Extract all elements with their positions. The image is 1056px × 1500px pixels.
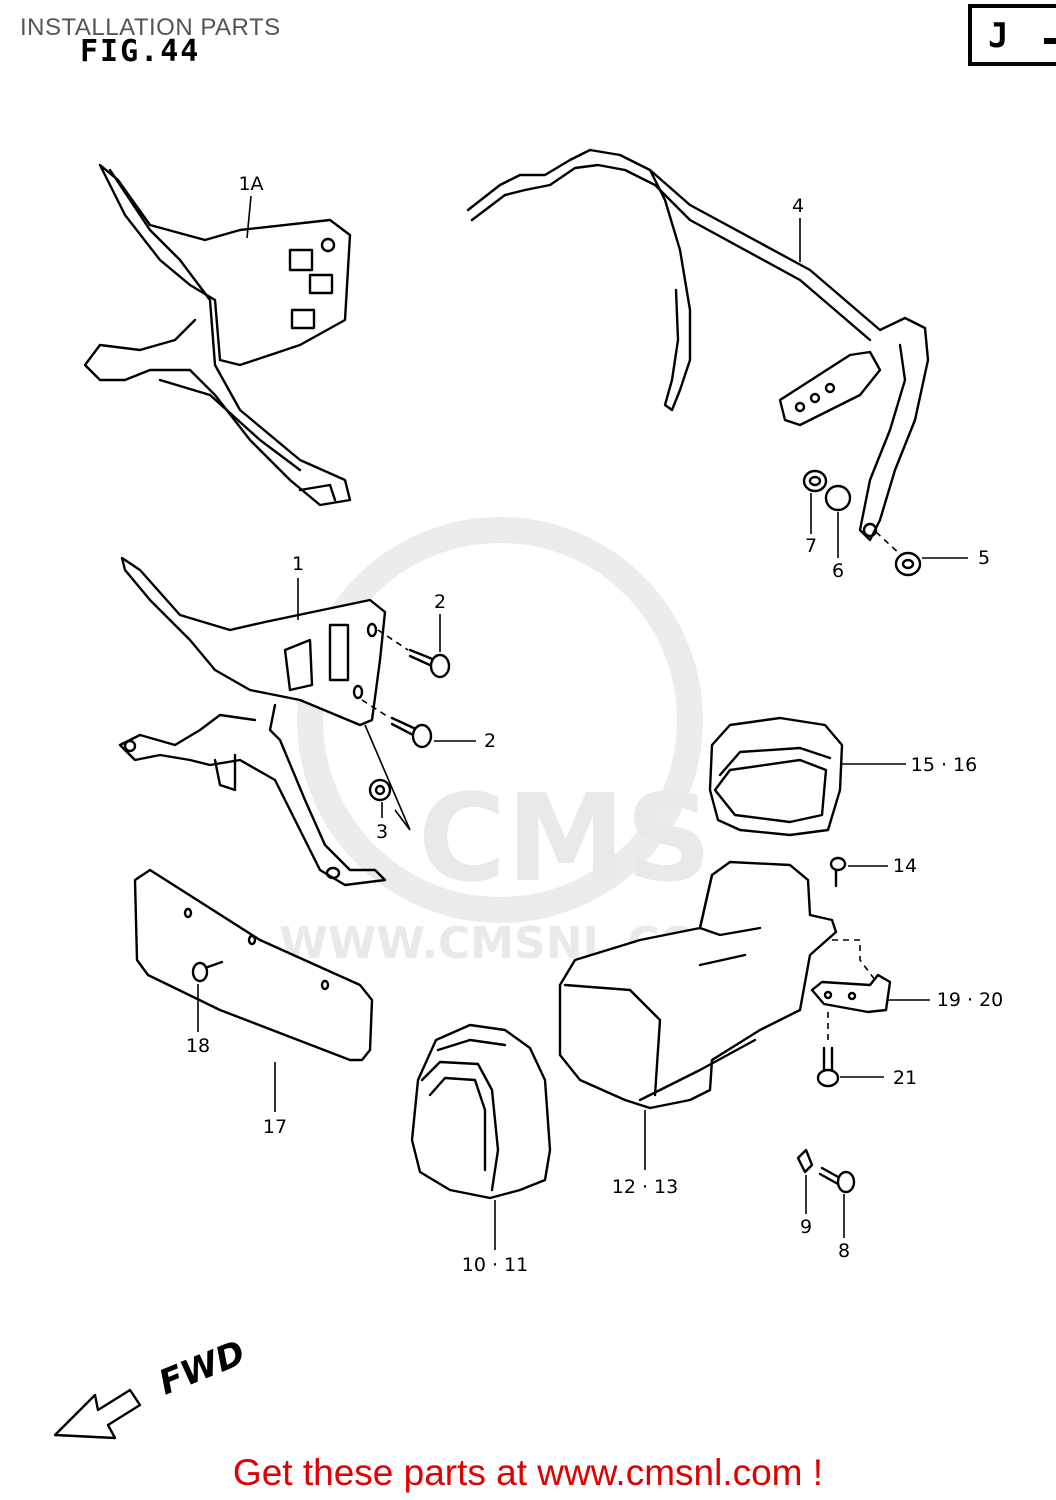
footer-link[interactable]: Get these parts at www.cmsnl.com ! xyxy=(232,1452,824,1493)
part-1-bracket xyxy=(118,556,387,887)
part-19-20-bracket xyxy=(810,973,892,1014)
fwd-label: FWD xyxy=(153,1333,250,1403)
watermark-brand: CMS xyxy=(418,770,712,909)
watermark: CMS WWW.CMSNL.COM xyxy=(279,517,741,969)
part-3-nut xyxy=(368,778,392,802)
section-code: J xyxy=(988,16,1009,56)
callout-15-16: 15 · 16 xyxy=(911,754,977,776)
leader-1A xyxy=(246,195,252,239)
callout-12-13: 12 · 13 xyxy=(612,1176,678,1198)
part-2-bolt-upper xyxy=(408,648,451,679)
part-1A-bracket xyxy=(83,163,352,507)
dashed-link-2-lower xyxy=(361,699,391,719)
callout-1: 1 xyxy=(292,553,304,575)
callout-17: 17 xyxy=(263,1116,287,1138)
section-code-dash xyxy=(1044,38,1056,44)
callout-4: 4 xyxy=(792,195,804,217)
callout-2-upper: 2 xyxy=(434,591,446,613)
part-5-nut xyxy=(894,551,922,577)
section-code-box: J xyxy=(968,4,1056,66)
callout-10-11: 10 · 11 xyxy=(462,1254,528,1276)
callout-9: 9 xyxy=(800,1216,812,1238)
forward-direction-indicator: FWD xyxy=(53,1333,251,1440)
part-9-clip xyxy=(796,1148,814,1174)
watermark-ring xyxy=(297,517,703,923)
part-18-fastener xyxy=(191,960,224,983)
part-12-13-duct xyxy=(558,860,838,1110)
part-10-11-duct xyxy=(410,1023,552,1200)
callout-6: 6 xyxy=(832,560,844,582)
callout-3: 3 xyxy=(376,821,388,843)
callout-5: 5 xyxy=(978,547,990,569)
callout-14: 14 xyxy=(893,855,917,877)
callout-2-lower: 2 xyxy=(484,730,496,752)
callout-1A: 1A xyxy=(238,173,263,195)
dashed-link-5 xyxy=(875,531,903,557)
callout-8: 8 xyxy=(838,1240,850,1262)
figure-label: FIG.44 xyxy=(80,34,201,69)
callout-21: 21 xyxy=(893,1067,917,1089)
part-21-bolt xyxy=(816,1046,840,1088)
page-title: INSTALLATION PARTS xyxy=(20,14,281,41)
part-7-grommet xyxy=(802,469,828,493)
part-2-bolt-lower xyxy=(390,716,433,749)
dashed-link-19-20 xyxy=(832,939,876,981)
callout-7: 7 xyxy=(805,535,817,557)
part-15-16-duct xyxy=(708,716,844,837)
part-4-bar xyxy=(466,148,930,542)
part-14-screw xyxy=(829,856,847,888)
callout-18: 18 xyxy=(186,1035,210,1057)
callout-19-20: 19 · 20 xyxy=(937,989,1003,1011)
part-17-panel xyxy=(133,868,374,1062)
part-6-grommet xyxy=(824,484,852,512)
dashed-link-3 xyxy=(364,724,411,831)
part-8-screw xyxy=(818,1166,856,1194)
